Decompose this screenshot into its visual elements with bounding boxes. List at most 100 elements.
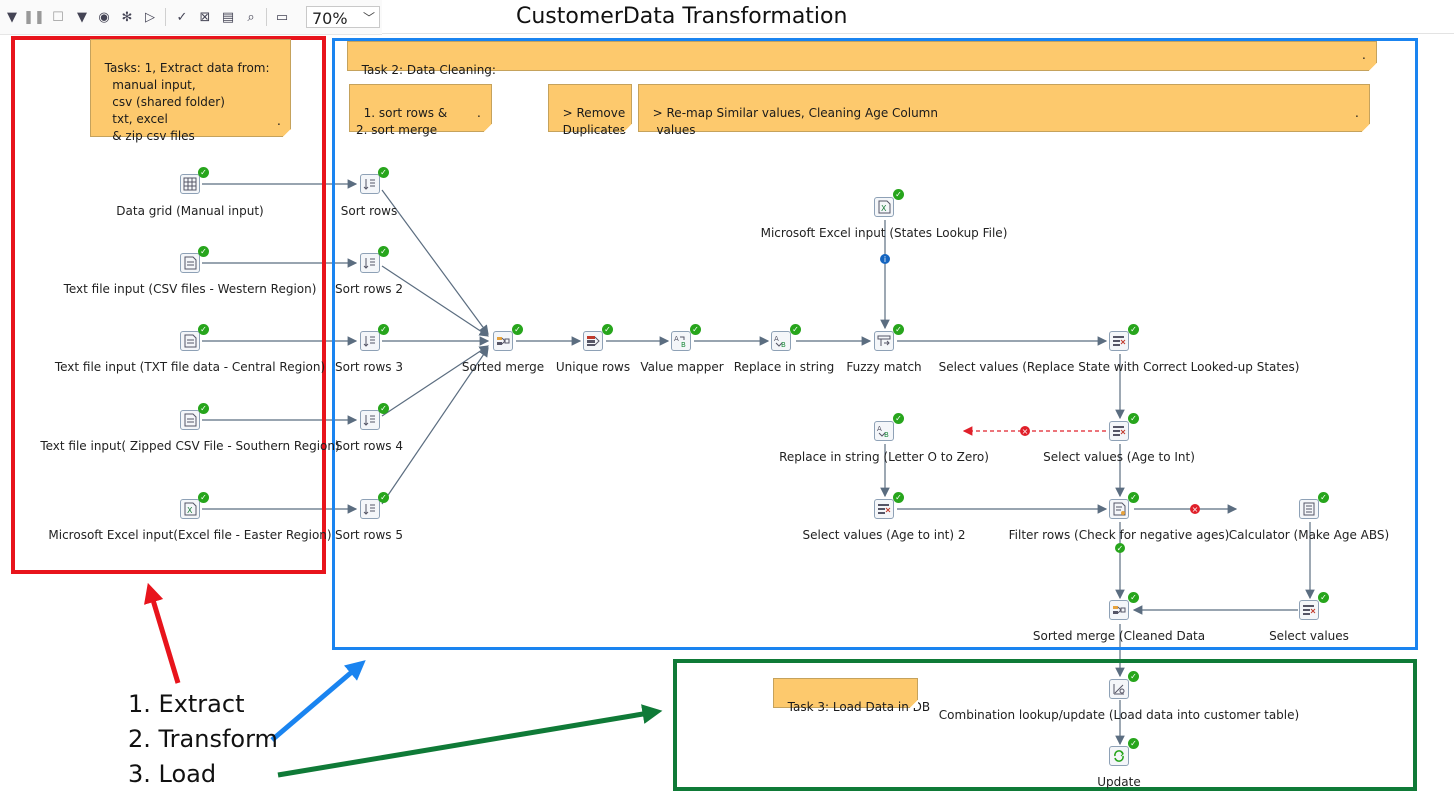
data-grid-icon[interactable] bbox=[180, 174, 200, 194]
stop-icon[interactable]: ☐ bbox=[52, 9, 64, 25]
unique-rows-icon[interactable] bbox=[583, 331, 603, 351]
legend-extract: 1. Extract bbox=[128, 690, 245, 718]
svg-text:B: B bbox=[681, 341, 686, 348]
step-label: Calculator (Make Age ABS) bbox=[1228, 528, 1390, 542]
excel-input-icon[interactable]: X bbox=[874, 197, 894, 217]
ok-badge-icon: ✓ bbox=[378, 403, 389, 414]
ok-badge-icon: ✓ bbox=[1318, 492, 1329, 503]
extract-frame bbox=[11, 36, 326, 574]
svg-text:A: A bbox=[774, 335, 779, 343]
ok-badge-icon: ✓ bbox=[198, 246, 209, 257]
remap-note-dot: . bbox=[1355, 106, 1359, 120]
hop bbox=[381, 347, 489, 505]
step-label: Text file input (TXT file data - Central… bbox=[54, 360, 326, 374]
replay-icon[interactable]: ▷ bbox=[145, 9, 155, 25]
svg-text:×: × bbox=[1022, 427, 1029, 436]
step-label: Value mapper bbox=[640, 360, 724, 374]
svg-text:X: X bbox=[881, 204, 887, 213]
fuzzy-match-icon[interactable] bbox=[874, 331, 894, 351]
sort-rows-icon[interactable] bbox=[360, 499, 380, 519]
verify-icon[interactable]: ✓ bbox=[176, 9, 188, 25]
step-label: Unique rows bbox=[555, 360, 631, 374]
preview-icon[interactable]: ◉ bbox=[98, 9, 110, 25]
title-divider bbox=[382, 33, 1454, 34]
text-file-input-icon[interactable] bbox=[180, 253, 200, 273]
sort-rows-icon[interactable] bbox=[360, 410, 380, 430]
zoom-value: 70% bbox=[312, 9, 348, 28]
step-label: Microsoft Excel input(Excel file - Easte… bbox=[48, 528, 332, 542]
transform-arrow bbox=[270, 660, 366, 742]
svg-text:×: × bbox=[1192, 505, 1199, 514]
hop bbox=[381, 189, 489, 335]
sort-note[interactable]: 1. sort rows & 2. sort merge . bbox=[349, 84, 492, 137]
step-label: Microsoft Excel input (States Lookup Fil… bbox=[760, 226, 1008, 240]
task2-note[interactable]: Task 2: Data Cleaning: . bbox=[347, 41, 1377, 77]
step-label: Sort rows bbox=[340, 204, 398, 218]
excel-input-icon[interactable]: X bbox=[180, 499, 200, 519]
ok-badge-icon: ✓ bbox=[378, 492, 389, 503]
sorted-merge-icon[interactable] bbox=[493, 331, 513, 351]
task1-note[interactable]: Tasks: 1, Extract data from: manual inpu… bbox=[90, 39, 291, 143]
svg-text:B: B bbox=[781, 341, 786, 348]
ok-badge-icon: ✓ bbox=[512, 324, 523, 335]
impact-icon[interactable]: ⊠ bbox=[199, 9, 211, 25]
step-label: Sort rows 2 bbox=[335, 282, 403, 296]
calculator-icon[interactable] bbox=[1299, 499, 1319, 519]
text-file-input-icon[interactable] bbox=[180, 410, 200, 430]
select-values-icon[interactable] bbox=[1299, 600, 1319, 620]
zoom-select[interactable]: 70% ﹀ bbox=[306, 6, 380, 28]
ok-badge-icon: ✓ bbox=[602, 324, 613, 335]
sort-rows-icon[interactable] bbox=[360, 331, 380, 351]
load-frame bbox=[673, 659, 1417, 791]
combination-lookup-icon[interactable] bbox=[1109, 679, 1129, 699]
step-label: Text file input (CSV files - Western Reg… bbox=[63, 282, 317, 296]
task3-note[interactable]: Task 3: Load Data in DB bbox=[773, 678, 930, 714]
ok-hop-icon bbox=[1115, 543, 1125, 553]
pause-icon[interactable]: ❚❚ bbox=[23, 9, 45, 25]
sort-rows-icon[interactable] bbox=[360, 253, 380, 273]
select-values-icon[interactable] bbox=[1109, 331, 1129, 351]
text-file-input-icon[interactable] bbox=[180, 331, 200, 351]
step-label: Select values bbox=[1269, 629, 1349, 643]
transform-frame bbox=[332, 38, 1418, 650]
sql-icon[interactable]: ▤ bbox=[221, 9, 235, 25]
ok-badge-icon: ✓ bbox=[1318, 592, 1329, 603]
svg-text:i: i bbox=[884, 255, 886, 264]
load-arrow bbox=[277, 704, 663, 778]
ok-badge-icon: ✓ bbox=[690, 324, 701, 335]
ok-badge-icon: ✓ bbox=[790, 324, 801, 335]
remap-note-text: > Re-map Similar values, Cleaning Age Co… bbox=[652, 106, 938, 137]
select-values-icon[interactable] bbox=[874, 499, 894, 519]
dupes-note-text: > Remove Duplicates bbox=[562, 106, 627, 137]
dupes-note[interactable]: > Remove Duplicates bbox=[548, 84, 632, 137]
sort-note-dot: . bbox=[477, 106, 481, 120]
ok-badge-icon: ✓ bbox=[1128, 492, 1139, 503]
remap-note[interactable]: > Re-map Similar values, Cleaning Age Co… bbox=[638, 84, 1370, 137]
step-label: Sort rows 4 bbox=[335, 439, 403, 453]
update-icon[interactable] bbox=[1109, 746, 1129, 766]
debug-icon[interactable]: ✻ bbox=[121, 9, 133, 25]
show-results-icon[interactable]: ▭ bbox=[275, 9, 289, 25]
preview-dropdown-icon[interactable]: ▼ bbox=[77, 9, 87, 25]
sorted-merge-icon[interactable] bbox=[1109, 600, 1129, 620]
task1-note-text: Tasks: 1, Extract data from: manual inpu… bbox=[104, 61, 270, 143]
step-label: Sorted merge (Cleaned Data bbox=[1032, 629, 1206, 643]
error-hop-icon bbox=[1190, 504, 1200, 514]
extract-arrow bbox=[144, 582, 181, 684]
filter-rows-icon[interactable] bbox=[1109, 499, 1129, 519]
chevron-down-icon: ﹀ bbox=[362, 11, 375, 25]
explore-db-icon[interactable]: ⌕ bbox=[247, 9, 255, 25]
ok-badge-icon: ✓ bbox=[1128, 671, 1139, 682]
step-label: Sorted merge bbox=[461, 360, 545, 374]
sort-rows-icon[interactable] bbox=[360, 174, 380, 194]
task1-note-dot: . bbox=[277, 114, 281, 128]
run-dropdown-icon[interactable]: ▼ bbox=[7, 9, 17, 25]
error-hop-icon bbox=[1020, 426, 1030, 436]
step-label: Text file input( Zipped CSV File - South… bbox=[40, 439, 340, 453]
ok-badge-icon: ✓ bbox=[198, 403, 209, 414]
select-values-icon[interactable] bbox=[1109, 421, 1129, 441]
